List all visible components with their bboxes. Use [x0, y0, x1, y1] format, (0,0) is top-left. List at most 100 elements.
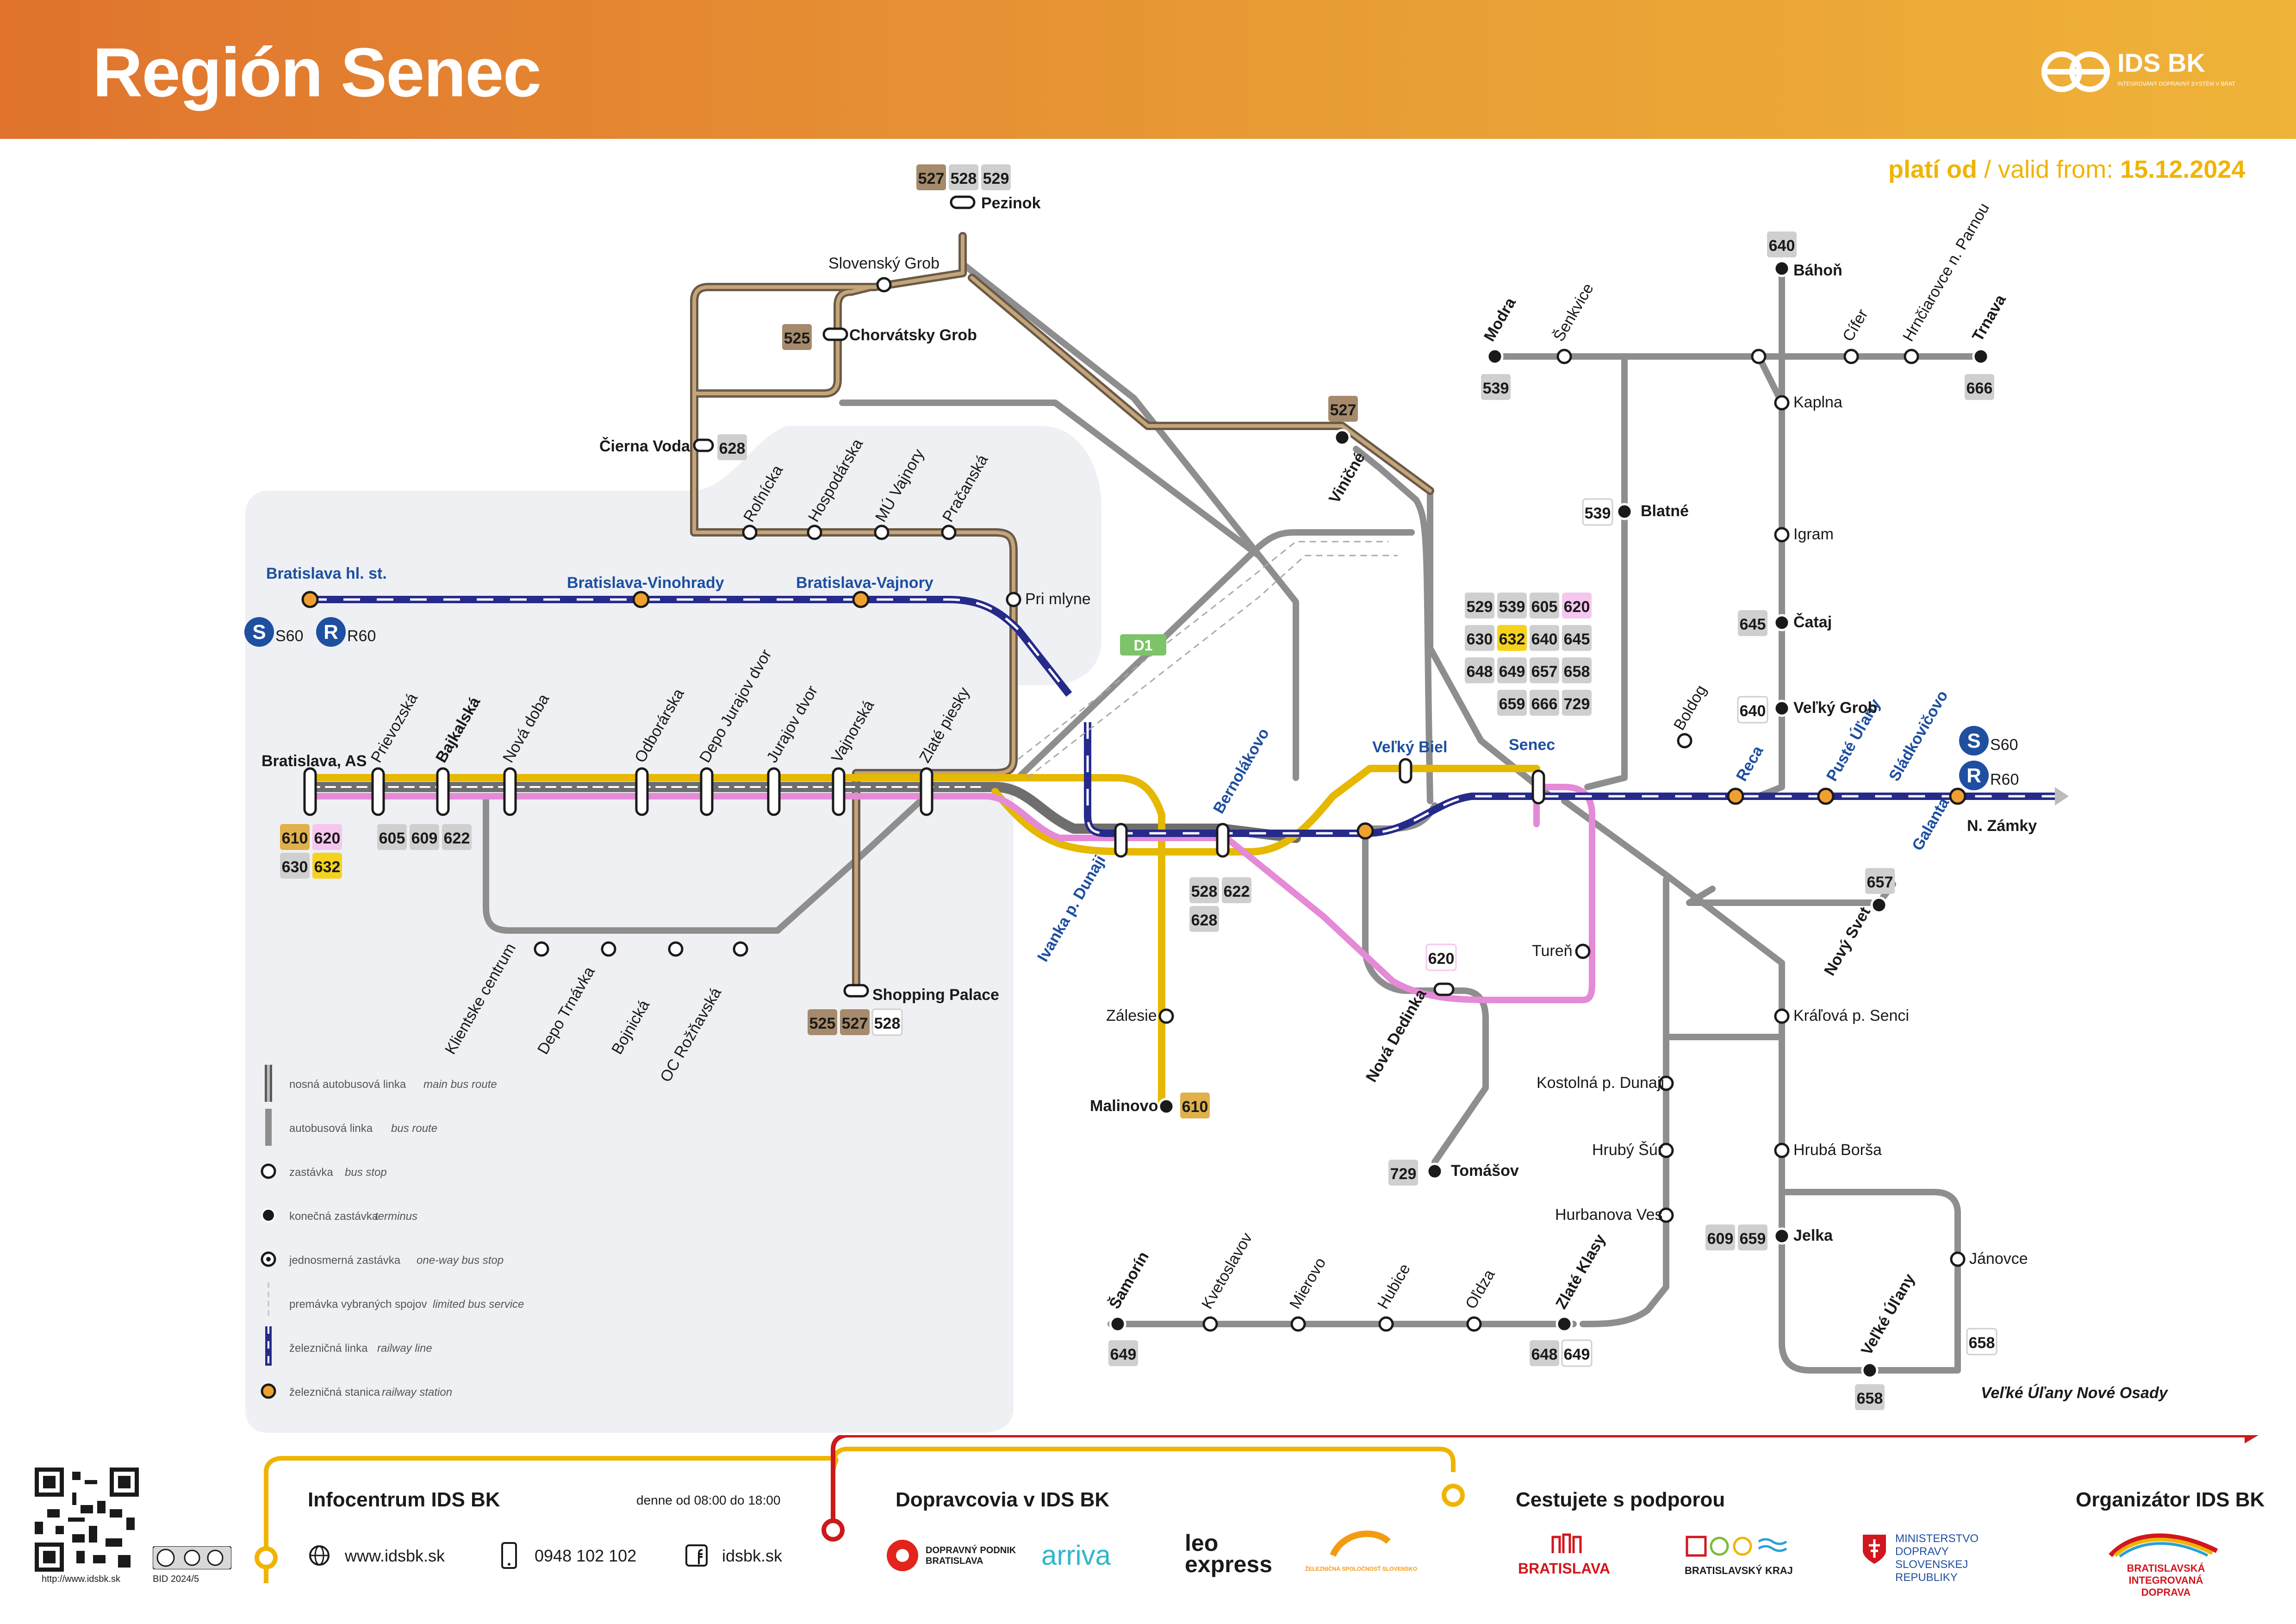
- terminus-velky-grob: [1773, 700, 1791, 717]
- footer: http://www.idsbk.sk BID 2024/5 Infocentr…: [0, 1435, 2296, 1624]
- label-s60: S60: [275, 627, 304, 645]
- label-velky-biel: Veľký Biel: [1372, 738, 1447, 756]
- label-modra: Modra: [1481, 294, 1519, 344]
- label-galanta: Galanta: [1909, 794, 1953, 854]
- stop-zlate-piesky: [920, 767, 933, 816]
- legend-railway-en: railway line: [377, 1342, 432, 1355]
- stop-bernolakovo: [1216, 823, 1230, 858]
- stop-cierna-voda: [693, 438, 714, 452]
- stop-turen: [1575, 943, 1591, 959]
- cc-license-icon: [153, 1546, 231, 1569]
- svg-text:620: 620: [314, 830, 341, 847]
- stop-pezinok: [950, 195, 976, 209]
- legend-station-en: railway station: [382, 1386, 452, 1399]
- svg-text:609: 609: [411, 830, 438, 847]
- label-kvetoslavov: Kvetoslavov: [1198, 1230, 1256, 1312]
- corridor-yellow: [306, 774, 1165, 1110]
- label-nova-dedinka: Nová Dedinka: [1363, 986, 1430, 1085]
- label-vinicne: Viničné: [1325, 450, 1369, 506]
- badge-640-velky-grob: [1737, 696, 1768, 724]
- svg-text:659: 659: [1740, 1230, 1766, 1248]
- badge-628-cierna: [717, 434, 747, 460]
- label-hruby-sur: Hrubý Šúr: [1592, 1141, 1663, 1159]
- svg-text:527: 527: [918, 170, 945, 187]
- label-bratislava-hl-st: Bratislava hl. st.: [266, 565, 387, 582]
- route-648: [1580, 876, 1669, 1327]
- carrier-arriva: arriva: [1041, 1540, 1111, 1571]
- stop-hubice: [1378, 1316, 1394, 1332]
- svg-text:632: 632: [314, 858, 341, 876]
- stop-slovensky-grob: [876, 277, 892, 293]
- route-grob: [839, 400, 1262, 559]
- label-bernolakovo: Bernolákovo: [1210, 725, 1273, 817]
- label-vajnory: Bratislava-Vajnory: [796, 574, 933, 592]
- route-639: [1584, 358, 1628, 790]
- route-pezinok: [959, 261, 1299, 781]
- label-hurbanova-ves: Hurbanova Ves: [1555, 1206, 1663, 1224]
- label-kralova: Kráľová p. Senci: [1793, 1007, 1909, 1024]
- web-link[interactable]: www.idsbk.sk: [345, 1546, 445, 1565]
- stop-ohdza: [1466, 1316, 1482, 1332]
- badge-527-vinicne: [1328, 396, 1358, 422]
- legend-stop-en: bus stop: [345, 1166, 387, 1179]
- stop-klientske-centrum: [534, 941, 549, 957]
- svg-text:620: 620: [1428, 950, 1455, 968]
- svg-text:640: 640: [1531, 631, 1558, 648]
- svg-text:620: 620: [1564, 598, 1590, 616]
- valid-label-sk: platí od: [1888, 156, 1977, 183]
- stop-kaplna: [1774, 395, 1790, 411]
- brand-name: IDS BK: [2117, 48, 2205, 77]
- svg-text:539: 539: [1499, 598, 1525, 616]
- qr-code-icon[interactable]: [35, 1468, 139, 1572]
- terminus-novy-svet: [1870, 896, 1888, 914]
- station-velky-biel: [1356, 822, 1374, 840]
- route-729: [1362, 802, 1489, 1165]
- rail-badges-senec: S S60 R R60: [1959, 726, 2019, 790]
- label-kaplna: Kaplna: [1793, 394, 1842, 411]
- ids-bk-logo: IDS BK INTEGROVANÝ DOPRAVNÝ SYSTÉM V BRA…: [2041, 48, 2235, 92]
- label-chorvatsky-grob: Chorvátsky Grob: [849, 326, 977, 344]
- svg-text:S: S: [1967, 730, 1980, 752]
- label-samorin: Šamorín: [1105, 1249, 1152, 1312]
- label-cifer: Cífer: [1839, 306, 1872, 344]
- organizator-title: Organizátor IDS BK: [2076, 1488, 2265, 1511]
- legend-main-bus-sk: nosná autobusová linka: [289, 1078, 406, 1091]
- label-turen: Tureň: [1532, 942, 1573, 960]
- svg-text:632: 632: [1499, 631, 1525, 648]
- svg-text:645: 645: [1740, 616, 1766, 633]
- legend-main-bus-en: main bus route: [423, 1078, 497, 1091]
- label-senkvice: Šenkvice: [1550, 281, 1597, 344]
- badges-bratislava-as: 610 620 630 632: [280, 824, 342, 879]
- svg-text:645: 645: [1564, 631, 1590, 648]
- stop-kostolna: [1658, 1075, 1674, 1091]
- phone-icon: [501, 1542, 517, 1569]
- label-pezinok: Pezinok: [981, 194, 1041, 212]
- stop-shopping-palace: [843, 984, 869, 998]
- legend-bus-sk: autobusová linka: [289, 1122, 373, 1135]
- stop-oc-roznavska: [733, 941, 748, 957]
- facebook-link[interactable]: idsbk.sk: [722, 1546, 783, 1565]
- label-tomasov: Tomášov: [1451, 1162, 1519, 1180]
- stop-zalesie: [1158, 1008, 1174, 1024]
- org-name: BRATISLAVSKÁ INTEGROVANÁ DOPRAVA: [2127, 1562, 2205, 1598]
- label-igram: Igram: [1793, 525, 1834, 543]
- terminus-samorin: [1109, 1315, 1126, 1333]
- legend-oneway-sk: jednosmerná zastávka: [289, 1254, 401, 1267]
- railway-main-dash: [1086, 722, 2060, 835]
- label-r60-senec: R60: [1990, 771, 2019, 788]
- terminus-malinovo: [1157, 1098, 1175, 1115]
- stop-bajkalska: [436, 767, 450, 816]
- label-bahon: Báhoň: [1793, 262, 1842, 279]
- stop-jurajov-dvor: [767, 767, 781, 816]
- route-kaplna: [1755, 353, 1785, 406]
- label-reca: Reca: [1733, 743, 1767, 784]
- badges-zlate-klasy: 648 649: [1530, 1339, 1593, 1367]
- header-bar: Región Senec IDS BK INTEGROVANÝ DOPRAVNÝ…: [0, 0, 2296, 139]
- stop-janovce: [1950, 1251, 1966, 1267]
- valid-from: platí od / valid from: 15.12.2024: [1888, 155, 2245, 184]
- label-slovensky-grob: Slovenský Grob: [828, 255, 940, 272]
- badges-pezinok: 527 528 529: [916, 164, 1011, 190]
- badge-640-bahon: [1767, 231, 1797, 257]
- phone-number[interactable]: 0948 102 102: [535, 1546, 637, 1565]
- label-r60: R60: [347, 627, 376, 645]
